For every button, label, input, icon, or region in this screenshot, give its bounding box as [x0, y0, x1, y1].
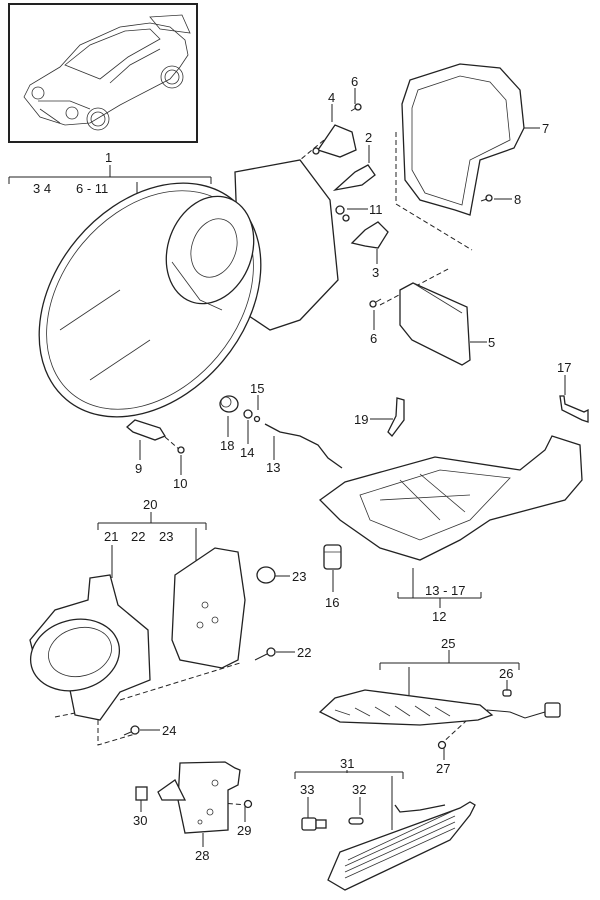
callout-17[interactable]: 17 — [557, 360, 572, 375]
part-26-bulb[interactable] — [502, 689, 512, 697]
part-28-control-unit[interactable] — [157, 761, 241, 834]
part-8-screw[interactable] — [480, 194, 493, 202]
part-17-retaining-clip[interactable] — [559, 395, 589, 423]
part-20-fog-light-housing[interactable] — [171, 547, 246, 669]
part-32-bulb[interactable] — [348, 817, 364, 825]
part-31-side-marker-light[interactable] — [327, 801, 476, 891]
part-5-cover-cap[interactable] — [399, 282, 471, 366]
vehicle-thumbnail — [8, 3, 198, 143]
part-6-screw-bottom[interactable] — [369, 298, 382, 308]
part-23-cap[interactable] — [256, 566, 276, 584]
callout-3[interactable]: 3 — [372, 265, 380, 280]
part-4-leveling-motor[interactable] — [312, 124, 357, 158]
callout-32[interactable]: 32 — [352, 782, 367, 797]
part-30-clip-nut[interactable] — [135, 786, 148, 801]
callout-29[interactable]: 29 — [237, 823, 252, 838]
callout-25[interactable]: 25 — [441, 636, 456, 651]
callout-1[interactable]: 1 — [105, 150, 113, 165]
part-21-fog-light[interactable] — [22, 574, 151, 721]
callout-19[interactable]: 19 — [354, 412, 369, 427]
part-33-bulb-socket[interactable] — [301, 817, 327, 831]
callout-8[interactable]: 8 — [514, 192, 522, 207]
callout-5[interactable]: 5 — [488, 335, 496, 350]
part-18-grommet[interactable] — [219, 395, 239, 413]
part-13-hose[interactable] — [264, 423, 343, 469]
part-27-screw[interactable] — [437, 740, 447, 750]
callout-2[interactable]: 2 — [365, 130, 373, 145]
callout-33[interactable]: 33 — [300, 782, 315, 797]
part-3-bulb[interactable] — [350, 221, 389, 249]
part-11-clip[interactable] — [335, 205, 350, 222]
car-illustration — [23, 14, 191, 131]
part-10-screw[interactable] — [177, 446, 185, 454]
callout-20-sub-23: 23 — [159, 529, 174, 544]
callout-11[interactable]: 11 — [369, 202, 383, 217]
callout-26[interactable]: 26 — [499, 666, 514, 681]
part-24-screw[interactable] — [123, 725, 140, 736]
part-19-retaining-bracket[interactable] — [387, 397, 405, 437]
callout-7[interactable]: 7 — [542, 121, 550, 136]
callout-13[interactable]: 13 — [266, 460, 281, 475]
callout-22[interactable]: 22 — [297, 645, 312, 660]
callout-4[interactable]: 4 — [328, 90, 336, 105]
callout-9[interactable]: 9 — [135, 461, 143, 476]
part-15-o-ring[interactable] — [253, 415, 261, 423]
callout-1-sub-3-4: 3 4 — [33, 181, 52, 196]
part-25-led-daytime-running-light[interactable] — [318, 689, 561, 726]
callout-15[interactable]: 15 — [250, 381, 265, 396]
callout-16[interactable]: 16 — [325, 595, 340, 610]
part-29-screw[interactable] — [243, 799, 253, 809]
callout-1-sub-6-11: 6 - 11 — [76, 181, 109, 196]
callout-14[interactable]: 14 — [240, 445, 255, 460]
part-6-screw-top[interactable] — [350, 103, 362, 112]
callout-31[interactable]: 31 — [340, 756, 355, 771]
callout-21[interactable]: 21 — [104, 529, 119, 544]
callout-10[interactable]: 10 — [173, 476, 188, 491]
part-22-screw[interactable] — [254, 647, 276, 661]
callout-30[interactable]: 30 — [133, 813, 148, 828]
callout-12[interactable]: 12 — [432, 609, 447, 624]
callout-27[interactable]: 27 — [436, 761, 451, 776]
callout-12-sub-13-17: 13 - 17 — [425, 583, 466, 598]
callout-28[interactable]: 28 — [195, 848, 210, 863]
part-2-bulb[interactable] — [332, 164, 376, 192]
part-1-headlight-assembly[interactable] — [0, 139, 339, 460]
part-7-housing-cover[interactable] — [401, 63, 525, 216]
callout-20-sub-22: 22 — [131, 529, 146, 544]
part-16-adjusting-element[interactable] — [323, 544, 342, 570]
part-14-grommet[interactable] — [243, 409, 253, 419]
callout-18[interactable]: 18 — [220, 438, 235, 453]
callout-20[interactable]: 20 — [143, 497, 158, 512]
part-9-bracket[interactable] — [125, 419, 166, 441]
part-12-carrier-tray[interactable] — [318, 435, 583, 561]
callout-6-top[interactable]: 6 — [351, 74, 359, 89]
callout-6-bottom[interactable]: 6 — [370, 331, 378, 346]
callout-24[interactable]: 24 — [162, 723, 177, 738]
callout-23[interactable]: 23 — [292, 569, 307, 584]
